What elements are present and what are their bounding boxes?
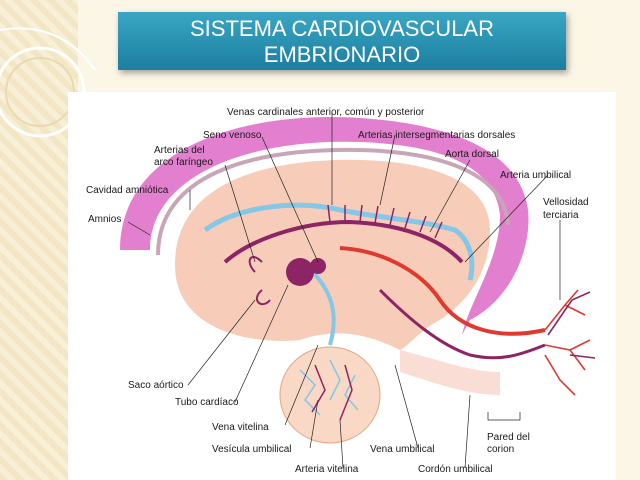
decorative-strip [0,0,78,480]
title-line-2: EMBRIONARIO [263,42,421,67]
label-arterias-del: Arterias del [154,145,205,156]
label-arteria-vitelina: Arteria vitelina [295,464,359,475]
label-arteria-umbilical: Arteria umbilical [500,170,571,181]
label-aorta-dorsal: Aorta dorsal [445,149,499,160]
tertiary-villi [544,289,596,396]
intersegmental-arteries [327,204,443,239]
umbilical-artery-path [339,246,546,336]
label-arterias-intersegmentarias: Arterias intersegmentarias dorsales [358,130,515,141]
chorion-bracket [487,412,521,421]
label-vena-umbilical: Vena umbilical [370,444,434,455]
yolk-sac [279,346,381,444]
yolk-sac-vessels [299,359,359,421]
label-venas-cardinales: Venas cardinales anterior, común y poste… [227,107,425,118]
cardinal-veins [203,202,475,281]
umbilical-cord [400,350,500,395]
umbilical-vein-path [378,288,546,360]
label-pared-del: Pared del [487,432,530,443]
label-cordon-umbilical: Cordón umbilical [418,464,492,475]
label-vellosidad: Vellosidad [543,197,589,208]
heart-tube [286,258,314,286]
label-terciaria: terciaria [543,210,579,221]
embryo-illustration: Venas cardinales anterior, común y poste… [86,107,596,475]
label-amnios: Amnios [88,214,121,225]
label-corion: corion [487,444,514,455]
label-cavidad-amniotica: Cavidad amniótica [86,185,169,196]
label-tubo-cardiaco: Tubo cardíaco [175,397,239,408]
label-vena-vitelina: Vena vitelina [212,422,269,433]
embryo-diagram: Venas cardinales anterior, común y poste… [68,92,616,480]
sinus-venosus [310,258,326,274]
label-arco-faringeo: arco faríngeo [154,157,213,168]
label-vesicula-umbilical: Vesícula umbilical [212,444,291,455]
label-saco-aortico: Saco aórtico [128,380,184,391]
title-line-1: SISTEMA CARDIOVASCULAR [190,16,494,41]
pharyngeal-arch-arteries [248,256,271,306]
amniotic-cavity [156,147,510,256]
leader-lines [127,112,561,469]
label-seno-venoso: Seno venoso [203,130,262,141]
dorsal-aorta-path [223,219,464,264]
slide-title: SISTEMA CARDIOVASCULAR EMBRIONARIO [118,12,566,70]
